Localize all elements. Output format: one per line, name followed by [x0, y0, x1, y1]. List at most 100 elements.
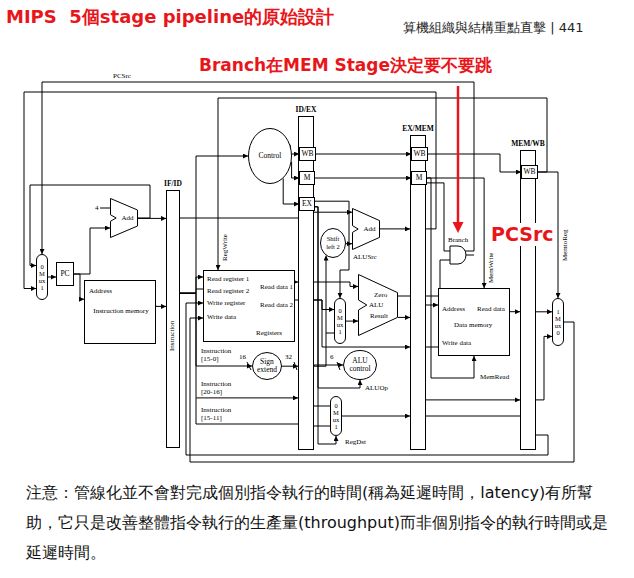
- node-text: Instruction memory: [93, 307, 149, 315]
- annotation: Branch在MEM Stage決定要不要跳: [198, 55, 493, 76]
- connector: [282, 366, 298, 367]
- node-text: PC: [60, 270, 69, 278]
- mux-symbol: 1Mux0: [552, 298, 564, 346]
- signal-name: Branch: [447, 236, 469, 244]
- register-name: IF/ID: [164, 179, 182, 188]
- logic-ellipse: Sign extend: [252, 352, 282, 380]
- bus-name: Instruction [15-11]: [200, 406, 242, 422]
- node-text: EX: [302, 200, 312, 208]
- wire: [466, 255, 474, 256]
- node-text: M: [416, 174, 423, 182]
- shape-outline: [249, 129, 292, 184]
- connector: [48, 277, 56, 278]
- node-text: 1: [40, 284, 43, 291]
- bus-slash: [337, 362, 340, 370]
- signal-name: MemWrite: [487, 252, 495, 284]
- register-name: EX/MEM: [402, 124, 434, 133]
- logic-ellipse: ALU control: [343, 350, 377, 380]
- node-text: WB: [413, 150, 425, 158]
- node-text: M: [304, 174, 311, 182]
- signal-name: ALUSrc: [352, 253, 378, 261]
- signal-name: MemtoReg: [561, 229, 569, 263]
- connector: [315, 201, 349, 298]
- bus-name: Instruction [20-16]: [200, 380, 242, 396]
- node-text: ALU: [369, 301, 383, 309]
- wire: [100, 208, 110, 209]
- connector: [156, 305, 166, 307]
- node-text: 1: [556, 308, 559, 315]
- bus-name: Instruction [15-0]: [200, 347, 242, 363]
- and-gate: [450, 246, 466, 264]
- signal-name: RegDst: [344, 438, 367, 446]
- connector: [346, 321, 358, 322]
- node-text: Write data: [442, 339, 471, 347]
- node-text: 0: [338, 307, 341, 314]
- node-text: Mux: [337, 314, 344, 328]
- process-box: M: [411, 171, 427, 185]
- process-box: PC: [56, 262, 74, 286]
- page-header: 算機組織與結構重點直擊 | 441: [402, 20, 584, 36]
- register-name: ID/EX: [296, 105, 317, 114]
- shape-outline: [253, 353, 282, 380]
- process-box: WB: [299, 147, 316, 161]
- shape-outline: [344, 351, 377, 380]
- connector: [398, 317, 410, 318]
- wire: [314, 426, 330, 427]
- connector: [314, 300, 334, 310]
- node-text: Zero: [374, 291, 387, 299]
- shape-outline: [111, 199, 138, 238]
- wire: [398, 296, 410, 297]
- process-box: AddressInstruction memory: [84, 280, 156, 344]
- process-box: Read register 1Read register 2Write regi…: [203, 270, 295, 342]
- shape-outline: [553, 299, 564, 346]
- node-text: 1: [338, 328, 341, 335]
- connector: [30, 185, 150, 266]
- shape-outline: [37, 255, 48, 300]
- node-text: Mux: [555, 315, 562, 329]
- shape-outline: [359, 275, 398, 336]
- wire: [326, 333, 334, 334]
- connector: [536, 336, 552, 400]
- node-text: ALU control: [346, 357, 374, 373]
- connector: [180, 277, 203, 293]
- node-text: Add: [121, 214, 133, 222]
- title: MIPS 5個stage pipeline的原始設計: [6, 6, 334, 28]
- connector: [426, 399, 520, 400]
- node-text: Mux: [39, 270, 46, 284]
- wire: [180, 218, 298, 219]
- shape-outline: [353, 209, 380, 250]
- process-box: WB: [411, 147, 428, 161]
- wire: [314, 406, 330, 407]
- process-box: WB: [521, 165, 538, 179]
- node-text: 0: [40, 263, 43, 270]
- node-text: Read data 2: [260, 301, 293, 309]
- alu-symbol: Add: [352, 208, 380, 250]
- connector: [314, 211, 352, 212]
- alu-symbol: Add: [110, 198, 138, 238]
- logic-ellipse: Control: [248, 128, 292, 184]
- connector: [316, 154, 411, 155]
- signal-name: RegWrite: [221, 233, 229, 262]
- signal-name: ALUOp: [364, 384, 389, 392]
- signal-name: PCSrc: [112, 72, 132, 80]
- node-text: Read register 1: [207, 275, 249, 283]
- node-text: Add: [363, 225, 375, 233]
- callout-arrow: [457, 86, 460, 224]
- shape-outline: [331, 397, 342, 436]
- caption: 注意：管線化並不會對完成個別指令執行的時間(稱為延遲時間，latency)有所幫…: [26, 478, 611, 568]
- wire: [196, 289, 203, 290]
- node-text: Registers: [256, 329, 282, 337]
- pipeline-register: MEM/WBWB: [520, 150, 536, 450]
- logic-ellipse: Shift left 2: [320, 228, 346, 258]
- alu-symbol: ZeroALU Result: [358, 274, 398, 336]
- process-box: M: [299, 171, 315, 185]
- node-text: Data memory: [454, 321, 492, 329]
- node-text: Mux: [333, 409, 340, 423]
- node-text: Result: [370, 312, 388, 320]
- node-text: 1: [334, 423, 337, 430]
- node-text: WB: [523, 168, 535, 176]
- connector: [314, 256, 326, 367]
- node-text: WB: [301, 150, 313, 158]
- bus-width: 32: [284, 353, 293, 361]
- connector: [74, 228, 110, 274]
